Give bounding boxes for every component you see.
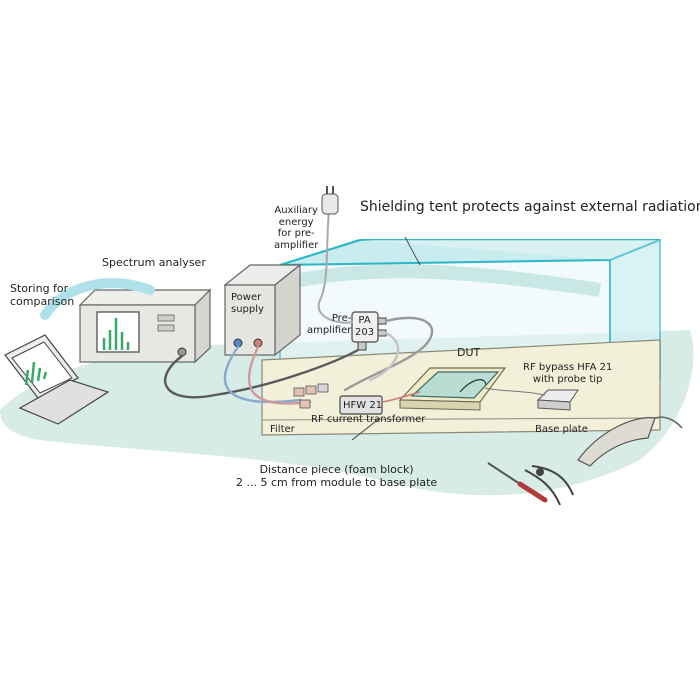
dut-module — [398, 367, 507, 411]
auxiliary-energy-label: Auxiliary energy for pre- amplifier — [274, 205, 318, 251]
preamp-line-1: Pre- — [331, 313, 352, 324]
storing-line-1: Storing for — [10, 282, 69, 295]
aux-line-1: Auxiliary — [274, 205, 318, 216]
laptop-icon — [4, 334, 110, 425]
pa-line-1: PA — [358, 315, 371, 326]
distance-line-1: Distance piece (foam block) — [259, 463, 414, 476]
hfw-label: HFW 21 — [343, 400, 383, 411]
distance-piece-label: Distance piece (foam block) 2 ... 5 cm f… — [236, 463, 438, 489]
aux-line-2: energy — [278, 216, 314, 228]
clamp-icon — [577, 416, 683, 467]
dut-label: DUT — [457, 346, 481, 359]
power-plug-icon — [321, 186, 339, 215]
power-supply-label: Power supply — [231, 292, 264, 315]
cables — [163, 199, 434, 405]
filter-connectors — [293, 383, 329, 409]
filter-label: Filter — [270, 424, 295, 435]
storing-line-2: comparison — [10, 294, 75, 308]
power-supply-icon — [223, 263, 302, 357]
screwdriver-icon — [487, 462, 548, 503]
preamp-line-2: amplifier — [307, 324, 352, 336]
rf-current-transformer-label: RF current transformer — [311, 414, 426, 425]
spectrum-analyser-label: Spectrum analyser — [102, 256, 206, 269]
pre-amplifier-label: Pre- amplifier — [307, 313, 351, 336]
storing-arrow — [40, 278, 155, 320]
pa-model-label: PA 203 — [355, 315, 374, 338]
pa-line-2: 203 — [355, 326, 375, 338]
shielding-tent-label: Shielding tent protects against external… — [360, 199, 700, 215]
rf-bypass-label: RF bypass HFA 21 with probe tip — [523, 362, 612, 385]
aux-line-4: amplifier — [274, 239, 319, 251]
aux-line-3: for pre- — [277, 228, 315, 239]
spectrum-analyser-icon — [78, 288, 212, 364]
pre-amplifier-pa203 — [351, 311, 387, 351]
distance-line-2: 2 ... 5 cm from module to base plate — [236, 475, 438, 489]
hfw-21-transformer — [339, 395, 383, 415]
storing-label: Storing for comparison — [10, 282, 75, 308]
rf-bypass-line-1: RF bypass HFA 21 — [523, 362, 613, 373]
base-plate-label: Base plate — [535, 424, 588, 435]
power-line-2: supply — [231, 303, 264, 315]
rf-bypass-line-2: with probe tip — [532, 373, 603, 385]
power-line-1: Power — [231, 292, 262, 303]
pliers-icon — [524, 465, 574, 506]
